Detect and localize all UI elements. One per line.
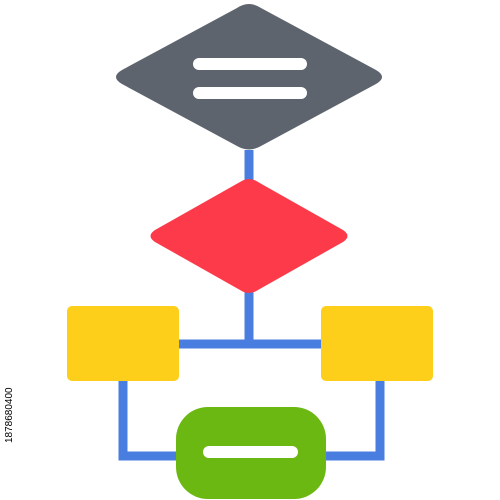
decision-diamond-top <box>116 4 382 150</box>
side-id-text: 1878680400 <box>4 387 15 443</box>
terminator-line-icon <box>203 446 298 458</box>
connector-lines <box>118 150 385 461</box>
process-box-right <box>321 306 433 381</box>
text-line-icon-top <box>193 58 307 70</box>
process-box-left <box>67 306 179 381</box>
connector-right-to-terminator <box>322 378 385 461</box>
decision-diamond-middle <box>150 179 348 293</box>
connector-left-to-terminator <box>118 378 180 461</box>
text-line-icon-bottom <box>193 87 307 99</box>
